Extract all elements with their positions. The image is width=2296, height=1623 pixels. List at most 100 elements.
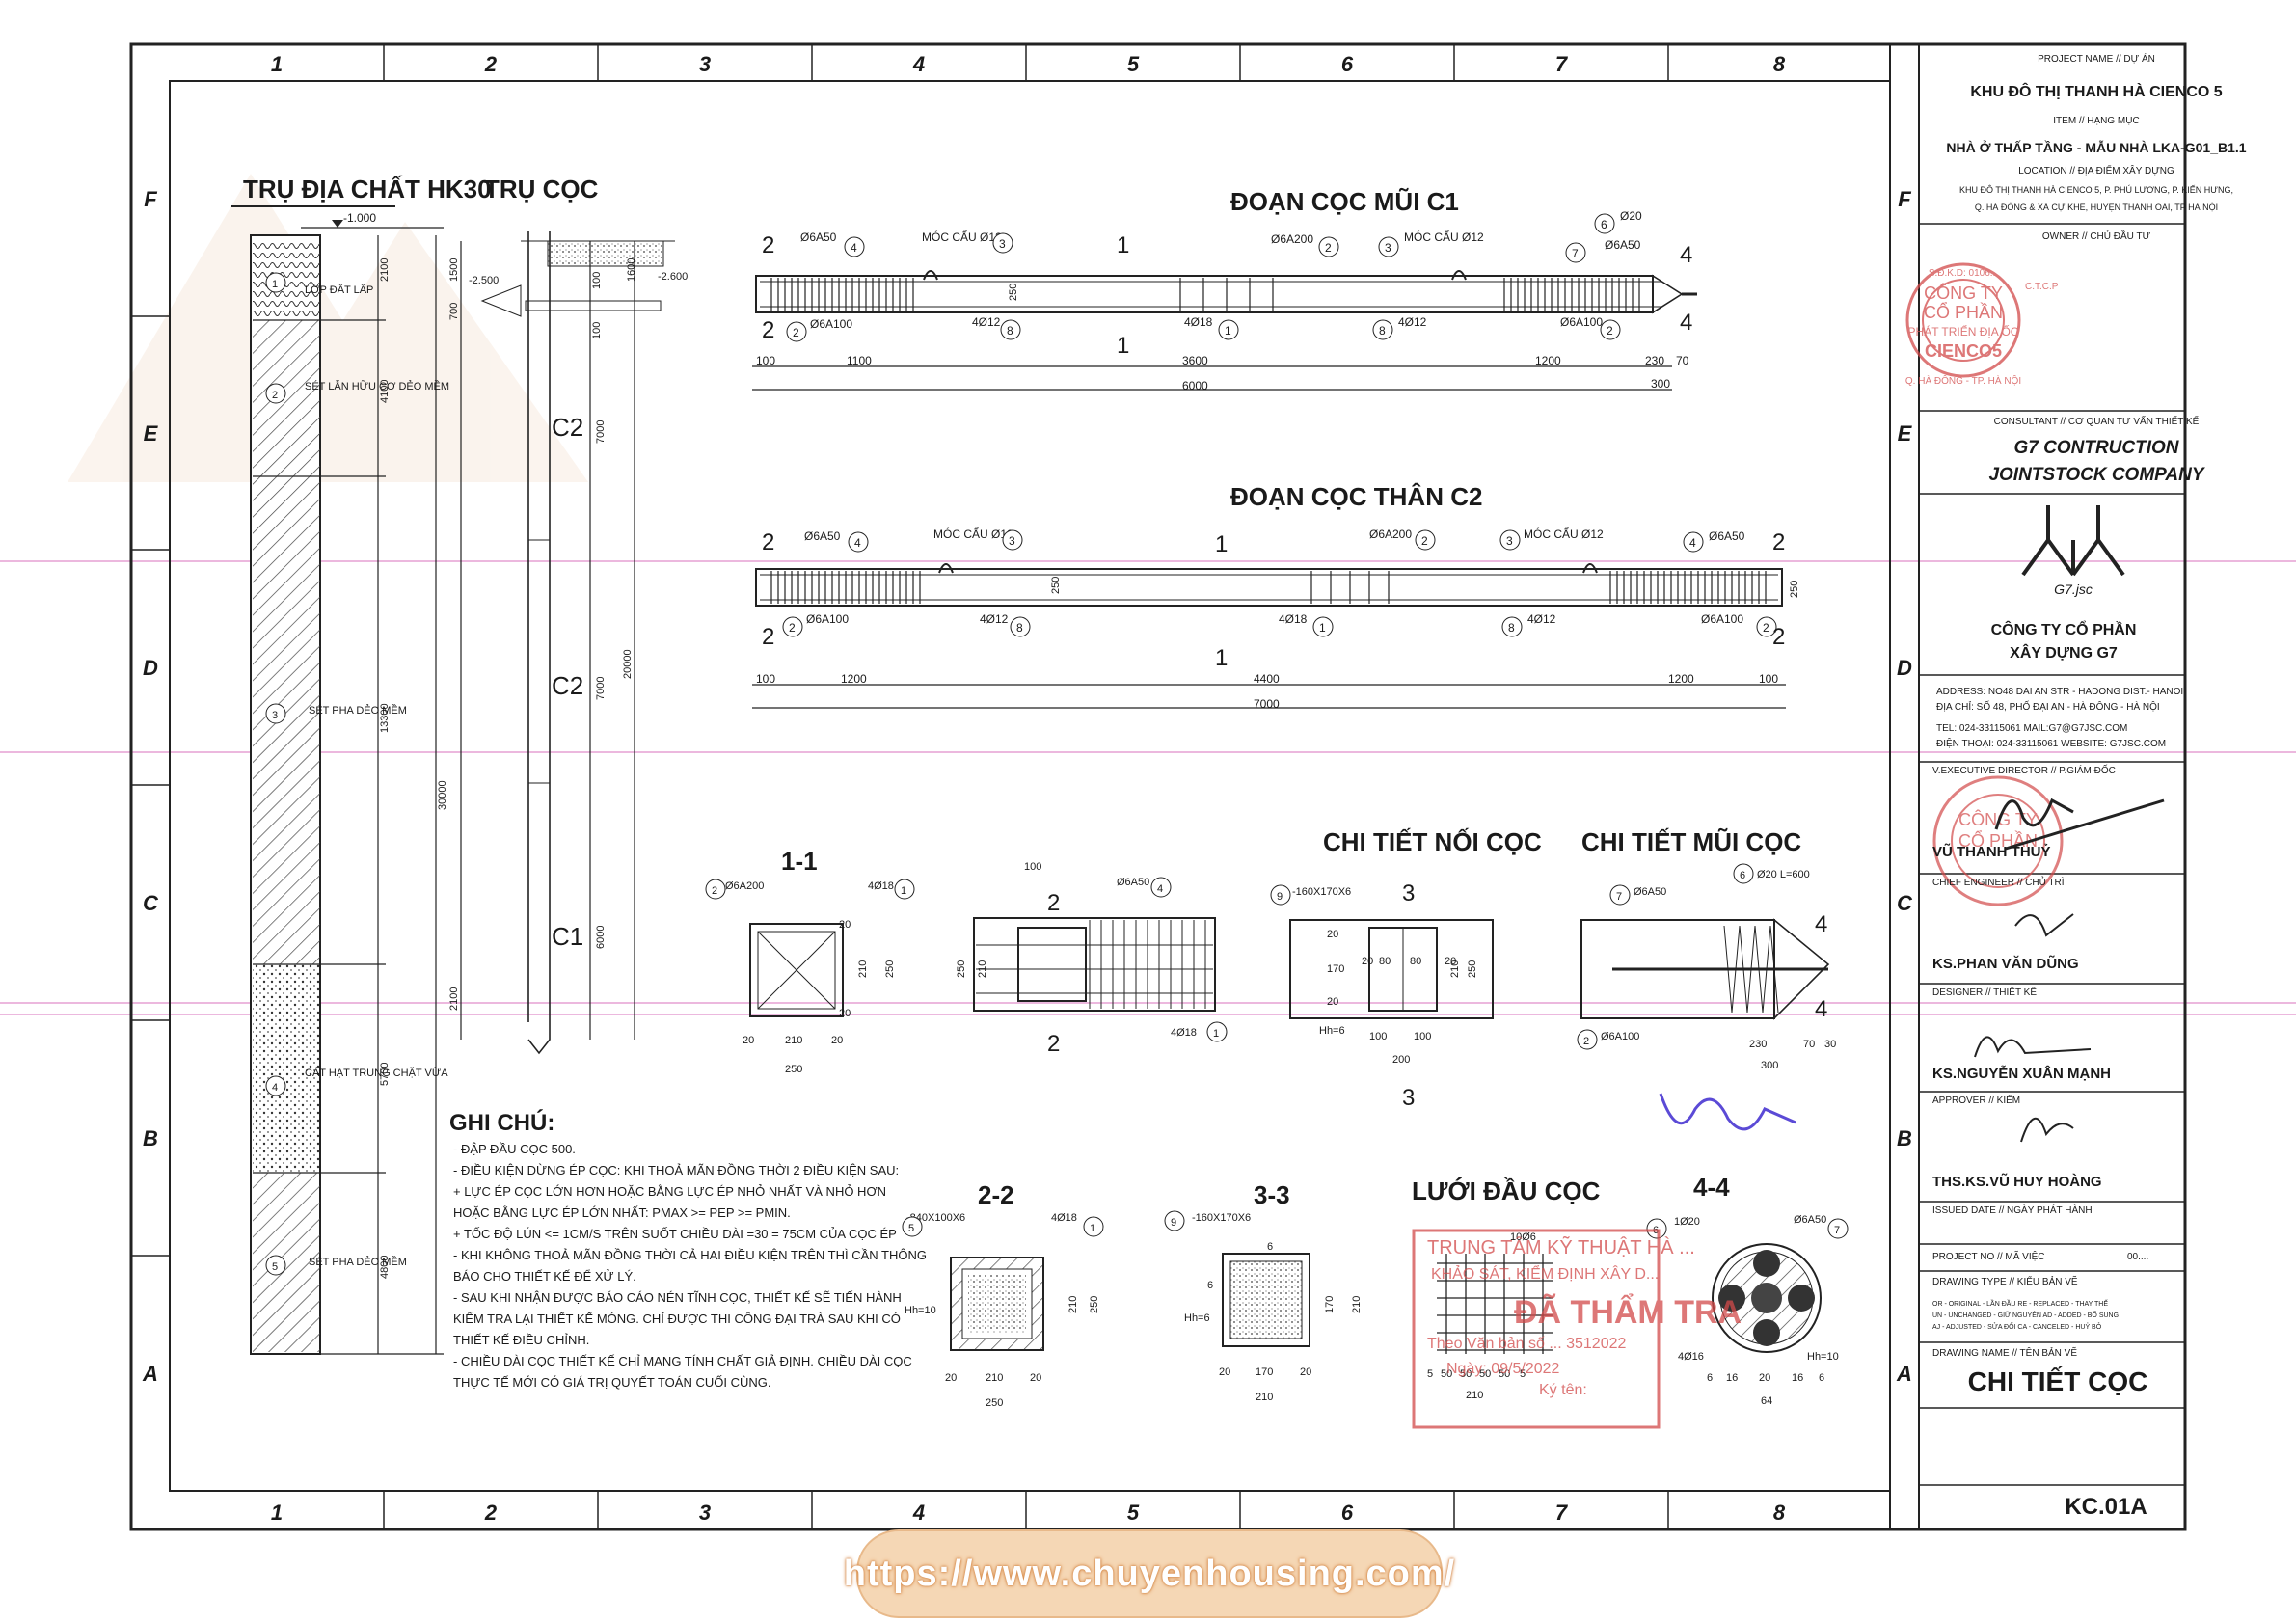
svg-text:50: 50 bbox=[1441, 1368, 1452, 1380]
svg-text:2: 2 bbox=[272, 390, 278, 401]
svg-text:4100: 4100 bbox=[379, 380, 391, 403]
svg-text:1: 1 bbox=[1213, 1028, 1219, 1040]
svg-text:1200: 1200 bbox=[841, 672, 867, 686]
svg-text:1: 1 bbox=[1117, 333, 1129, 359]
grid-col-label: 8 bbox=[1773, 1501, 1786, 1525]
svg-text:2: 2 bbox=[762, 624, 774, 650]
grid-col-label: 1 bbox=[271, 52, 283, 76]
svg-text:250: 250 bbox=[956, 960, 967, 978]
callout-balloon bbox=[786, 321, 807, 342]
svg-text:6: 6 bbox=[1267, 1241, 1273, 1253]
svg-text:1-1: 1-1 bbox=[781, 847, 818, 876]
g7-logo-text: G7.jsc bbox=[2054, 582, 2093, 597]
svg-text:1: 1 bbox=[1225, 324, 1231, 338]
grid-rows bbox=[131, 315, 170, 1257]
svg-text:4: 4 bbox=[854, 536, 861, 550]
svg-text:4: 4 bbox=[1680, 310, 1692, 336]
svg-text:9: 9 bbox=[1277, 891, 1283, 903]
svg-text:Ø20 L=600: Ø20 L=600 bbox=[1757, 869, 1810, 880]
svg-text:20: 20 bbox=[1219, 1366, 1230, 1378]
svg-text:1100: 1100 bbox=[847, 354, 872, 367]
svg-text:700: 700 bbox=[448, 303, 460, 320]
svg-text:250: 250 bbox=[884, 960, 896, 978]
svg-text:100: 100 bbox=[1024, 861, 1041, 873]
svg-text:Ø6A50: Ø6A50 bbox=[804, 529, 841, 543]
grid-row-label: A bbox=[1896, 1362, 1912, 1386]
svg-text:TRUNG TÂM KỸ THUẬT HÀ ...: TRUNG TÂM KỸ THUẬT HÀ ... bbox=[1427, 1235, 1695, 1258]
grid-col-label: 5 bbox=[1127, 1501, 1140, 1525]
grid-col-label: 2 bbox=[484, 1501, 498, 1525]
svg-text:PHÁT TRIỂN ĐỊA ỐC: PHÁT TRIỂN ĐỊA ỐC bbox=[1908, 324, 2019, 338]
pile-title: TRỤ CỌC bbox=[484, 175, 599, 203]
svg-text:3-3: 3-3 bbox=[1254, 1180, 1290, 1209]
svg-text:4Ø12: 4Ø12 bbox=[1527, 612, 1556, 626]
svg-text:LƯỚI ĐẦU CỌC: LƯỚI ĐẦU CỌC bbox=[1412, 1177, 1601, 1205]
svg-text:NHÀ Ở THẤP TẦNG - MẪU NHÀ LKA-: NHÀ Ở THẤP TẦNG - MẪU NHÀ LKA-G01_B1.1 bbox=[1946, 139, 2246, 155]
svg-text:-2.600: -2.600 bbox=[658, 271, 688, 283]
grid-row-label: D bbox=[143, 656, 158, 680]
svg-text:4Ø18: 4Ø18 bbox=[1051, 1212, 1077, 1224]
stamp-rectangle: TRUNG TÂM KỸ THUẬT HÀ ... KHẢO SÁT, KIỂM… bbox=[1412, 1229, 1742, 1429]
svg-text:2100: 2100 bbox=[448, 987, 460, 1011]
svg-text:SÉT LẪN HỮU CƠ DẺO MỀM: SÉT LẪN HỮU CƠ DẺO MỀM bbox=[305, 380, 449, 392]
svg-text:7000: 7000 bbox=[595, 420, 607, 444]
svg-text:4Ø12: 4Ø12 bbox=[972, 315, 1001, 329]
svg-text:20: 20 bbox=[743, 1035, 754, 1046]
svg-text:Q. HÀ ĐÔNG - TP. HÀ NỘI: Q. HÀ ĐÔNG - TP. HÀ NỘI bbox=[1905, 374, 2021, 387]
svg-text:8: 8 bbox=[1016, 621, 1023, 635]
svg-text:1200: 1200 bbox=[1668, 672, 1694, 686]
svg-text:Ø6A50: Ø6A50 bbox=[1634, 886, 1666, 898]
callout-balloon bbox=[1415, 529, 1436, 551]
callout-balloon bbox=[1683, 531, 1704, 553]
svg-text:MÓC CẨU Ø12: MÓC CẨU Ø12 bbox=[1404, 230, 1484, 244]
svg-text:CONSULTANT // CƠ QUAN TƯ VẤN T: CONSULTANT // CƠ QUAN TƯ VẤN THIẾT KẾ bbox=[1994, 415, 2200, 427]
svg-text:230: 230 bbox=[1645, 354, 1664, 367]
note-line: KIỂM TRA LẠI THIẾT KẾ MÓNG. CHỈ ĐƯỢC THI… bbox=[453, 1312, 901, 1326]
svg-text:210: 210 bbox=[857, 960, 869, 978]
svg-text:20: 20 bbox=[945, 1372, 957, 1384]
svg-text:7: 7 bbox=[1572, 247, 1579, 260]
svg-text:KS.PHAN VĂN DŨNG: KS.PHAN VĂN DŨNG bbox=[1932, 955, 2079, 972]
svg-text:2: 2 bbox=[793, 326, 799, 339]
svg-text:2: 2 bbox=[1047, 890, 1060, 916]
borehole-column: TRỤ ĐỊA CHẤT HK30 -1.000 1 LỚP ĐẤT LẤP 2… bbox=[231, 175, 492, 1355]
svg-text:210: 210 bbox=[1466, 1390, 1483, 1401]
title-block: PROJECT NAME // DỰ ÁN KHU ĐÔ THỊ THANH H… bbox=[1905, 52, 2247, 1530]
grid-row-label: F bbox=[1898, 187, 1911, 211]
callout-balloon bbox=[1499, 529, 1521, 551]
svg-text:3: 3 bbox=[1009, 534, 1015, 548]
website-watermark[interactable]: https://www.chuyenhousing.com/ bbox=[844, 1529, 1454, 1618]
svg-text:APPROVER // KIỂM: APPROVER // KIỂM bbox=[1932, 1094, 2020, 1106]
svg-text:-160X170X6: -160X170X6 bbox=[1292, 886, 1351, 898]
callout-balloon bbox=[1010, 616, 1031, 637]
svg-text:1: 1 bbox=[1090, 1223, 1095, 1234]
svg-text:50: 50 bbox=[1499, 1368, 1510, 1380]
layer-clay-organic-hatch bbox=[253, 320, 320, 476]
svg-text:-840X100X6: -840X100X6 bbox=[906, 1212, 965, 1224]
section-3-3: 3-3 -160X170X6 6 6 Hh=6 170 210 170 210 … bbox=[1164, 1180, 1363, 1403]
svg-text:230: 230 bbox=[1749, 1039, 1767, 1050]
svg-text:00....: 00.... bbox=[2127, 1252, 2148, 1262]
g7-logo bbox=[2021, 505, 2125, 577]
svg-text:V.EXECUTIVE DIRECTOR // P.GIÁM: V.EXECUTIVE DIRECTOR // P.GIÁM ĐỐC bbox=[1932, 763, 2116, 776]
svg-text:KS.NGUYỄN XUÂN MẠNH: KS.NGUYỄN XUÂN MẠNH bbox=[1932, 1065, 2111, 1082]
grid-col-label: 3 bbox=[699, 1501, 711, 1525]
svg-text:DRAWING NAME // TÊN BẢN VẼ: DRAWING NAME // TÊN BẢN VẼ bbox=[1932, 1346, 2077, 1359]
layer-fill-hatch bbox=[253, 239, 320, 320]
svg-text:20: 20 bbox=[1030, 1372, 1041, 1384]
grid-row-label: B bbox=[1897, 1126, 1912, 1150]
svg-text:2: 2 bbox=[1583, 1036, 1589, 1047]
svg-text:250: 250 bbox=[986, 1397, 1003, 1409]
svg-text:70: 70 bbox=[1676, 354, 1689, 367]
svg-text:LỚP ĐẤT LẤP: LỚP ĐẤT LẤP bbox=[305, 284, 373, 296]
svg-text:210: 210 bbox=[986, 1372, 1003, 1384]
callout-balloon bbox=[1000, 319, 1021, 340]
svg-text:ISSUED DATE // NGÀY PHÁT HÀNH: ISSUED DATE // NGÀY PHÁT HÀNH bbox=[1932, 1204, 2093, 1216]
note-line: BÁO CHO THIẾT KẾ ĐỂ XỬ LÝ. bbox=[453, 1269, 636, 1284]
tip-segment-drawing: ĐOẠN CỌC MŨI C1 Ø6A50 MÓC CẨU Ø12 Ø6A200… bbox=[752, 187, 1697, 392]
svg-text:THS.KS.VŨ HUY HOÀNG: THS.KS.VŨ HUY HOÀNG bbox=[1932, 1173, 2102, 1190]
callout-balloon bbox=[1372, 319, 1393, 340]
svg-text:250: 250 bbox=[1789, 581, 1800, 598]
svg-text:OR - ORIGINAL - LẦN ĐẦU: OR - ORIGINAL - LẦN ĐẦU RE - REPLACED - … bbox=[1932, 1298, 2108, 1308]
borehole-top-level: -1.000 bbox=[343, 211, 376, 225]
